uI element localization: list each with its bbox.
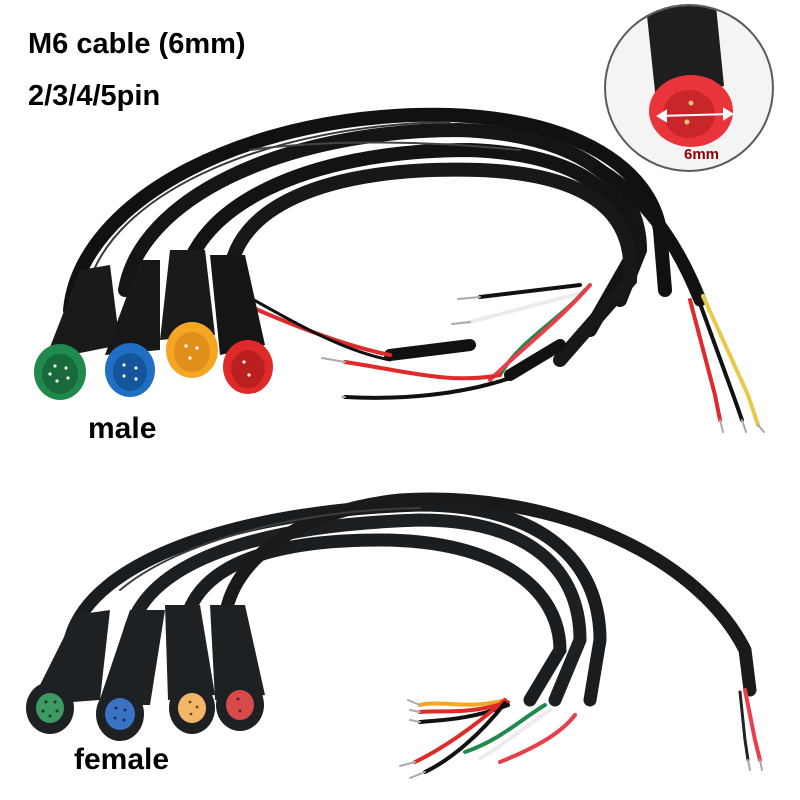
- dimension-arrow-icon: [656, 107, 734, 123]
- female-connector-2pin: [210, 605, 265, 731]
- female-connector-5pin: [26, 610, 110, 734]
- male-cable-bundle: [63, 107, 707, 367]
- inset-connector-illustration: [646, 6, 734, 147]
- female-cable-bundle: [63, 492, 757, 707]
- male-label: male: [88, 412, 157, 445]
- male-connectors: [34, 250, 273, 400]
- female-label: female: [74, 743, 170, 776]
- male-connector-3pin: [160, 250, 218, 378]
- female-connector-4pin: [96, 610, 165, 741]
- female-connectors: [26, 605, 265, 741]
- male-connector-5pin: [34, 265, 120, 400]
- male-wire-ends: [228, 283, 765, 433]
- title-line-1: M6 cable (6mm): [28, 28, 246, 60]
- product-title: M6 cable (6mm) 2/3/4/5pin: [28, 18, 246, 122]
- dimension-label: 6mm: [684, 146, 720, 163]
- male-connector-4pin: [105, 260, 160, 397]
- female-wire-ends: [399, 688, 763, 779]
- female-connector-3pin: [165, 605, 215, 734]
- male-connector-2pin: [210, 255, 273, 394]
- title-line-2: 2/3/4/5pin: [28, 80, 161, 112]
- connector-size-inset: 6mm: [604, 4, 774, 172]
